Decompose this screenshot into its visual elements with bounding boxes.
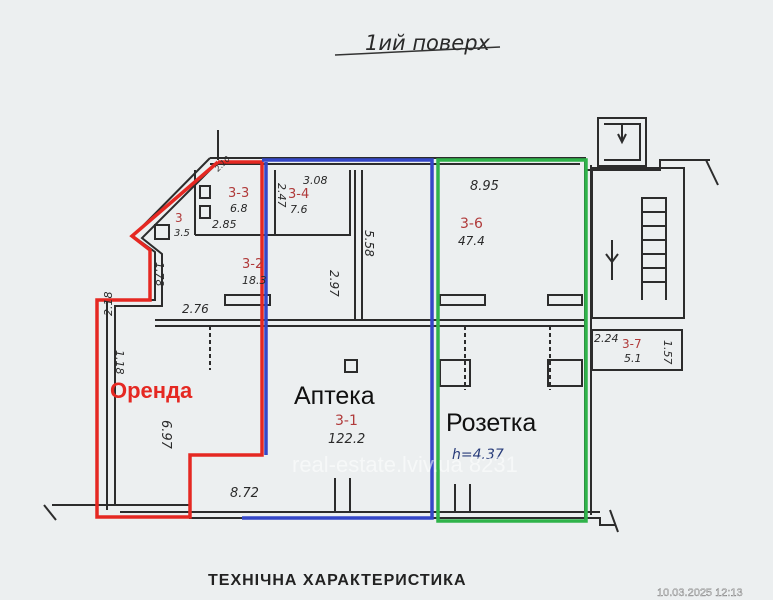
room-3-3: 3-3 6.8 xyxy=(228,186,249,215)
room-3-3-id: 3-3 xyxy=(228,186,249,201)
room-3-4-area: 7.6 xyxy=(290,203,308,216)
room-3-7-id: 3-7 xyxy=(622,337,642,351)
height-note: h=4.37 xyxy=(452,447,504,463)
zone-label-socket: Розетка xyxy=(446,409,536,437)
zone-label-pharmacy: Аптека xyxy=(294,382,375,410)
dim-8-72: 8.72 xyxy=(230,486,259,501)
timestamp: 10.03.2025 12:13 xyxy=(657,587,743,599)
room-3-7-area: 5.1 xyxy=(624,352,642,365)
room-3-5-id: 3 xyxy=(175,211,183,225)
room-3-2: 3-2 18.3 xyxy=(242,257,267,287)
room-3-2-id: 3-2 xyxy=(242,257,263,272)
dim-1-78: 1.78 xyxy=(153,262,166,287)
dim-2-47: 2.47 xyxy=(275,183,288,208)
room-3-5: 3 3.5 xyxy=(174,211,190,239)
room-3-1-id: 3-1 xyxy=(335,413,358,429)
room-3-7: 3-7 5.1 xyxy=(622,337,642,365)
dim-2-18: 2.18 xyxy=(102,292,115,317)
dim-2-76: 2.76 xyxy=(182,302,209,316)
dim-1-18: 1.18 xyxy=(113,350,126,375)
dim-6-97: 6.97 xyxy=(158,420,173,450)
zone-label-rent: Оренда xyxy=(110,378,193,403)
dim-2-85: 2.85 xyxy=(212,218,237,231)
room-3-3-area: 6.8 xyxy=(230,202,248,215)
room-3-1: 3-1 122.2 xyxy=(328,413,365,447)
room-3-6-id: 3-6 xyxy=(460,216,483,232)
socket-zone-outline xyxy=(436,158,588,523)
floor-title: 1ий поверх xyxy=(365,31,491,55)
title-underline xyxy=(334,46,501,56)
rent-zone-outline xyxy=(95,160,264,519)
room-3-2-area: 18.3 xyxy=(242,274,267,287)
room-3-4: 3-4 7.6 xyxy=(288,187,309,216)
dim-2-97: 2.97 xyxy=(327,270,341,297)
watermark: real-estate.lviv.ua 8231 xyxy=(292,452,518,477)
room-3-6-area: 47.4 xyxy=(458,234,485,248)
dim-5-58: 5.58 xyxy=(362,230,376,257)
room-3-1-area: 122.2 xyxy=(328,432,365,447)
room-3-5-area: 3.5 xyxy=(174,228,190,239)
dim-3-08: 3.08 xyxy=(303,174,328,187)
dim-8-95: 8.95 xyxy=(470,179,499,194)
pharmacy-zone-outline xyxy=(242,158,434,520)
footer-heading: ТЕХНІЧНА ХАРАКТЕРИСТИКА xyxy=(208,572,467,589)
room-3-4-id: 3-4 xyxy=(288,187,309,202)
room-3-6: 3-6 47.4 xyxy=(458,216,485,248)
dim-1-57: 1.57 xyxy=(661,340,674,365)
dim-2-24: 2.24 xyxy=(594,332,619,345)
